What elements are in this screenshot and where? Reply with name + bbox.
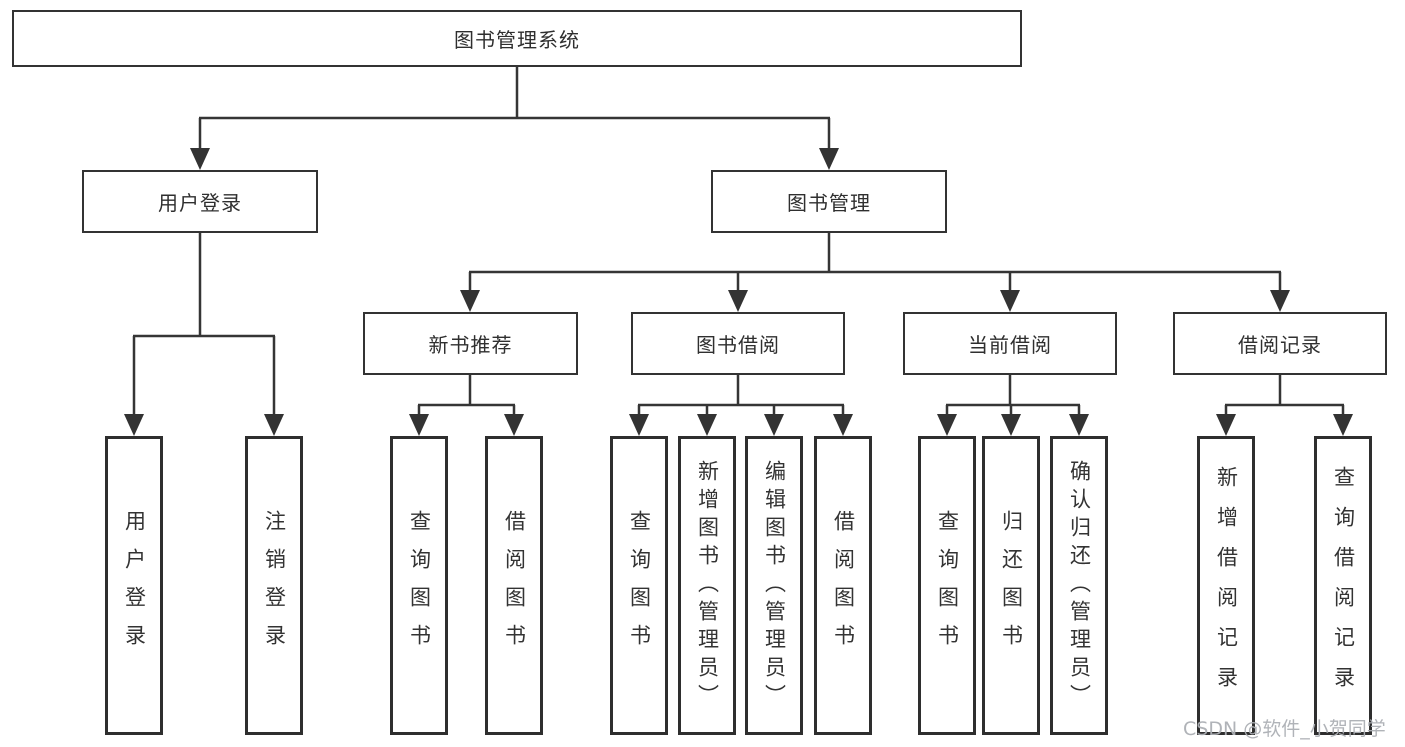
leaf-label: 查询图书	[627, 509, 652, 662]
leaf-label: 借阅图书	[502, 509, 527, 662]
node-current-borrowing: 当前借阅	[903, 312, 1117, 375]
leaf-borrow-books-recommend: 借阅图书	[485, 436, 543, 735]
node-borrowing-records: 借阅记录	[1173, 312, 1387, 375]
node-library-management-system: 图书管理系统	[12, 10, 1022, 67]
node-book-management: 图书管理	[711, 170, 947, 233]
wire-borrow-record-branch	[1216, 375, 1353, 436]
wire-user-login-branch	[124, 233, 284, 436]
leaf-label: 查询图书	[935, 509, 960, 662]
node-new-book-recommendation: 新书推荐	[363, 312, 578, 375]
node-label: 用户登录	[158, 191, 242, 215]
leaf-borrow-books: 借阅图书	[814, 436, 872, 735]
csdn-watermark: CSDN @软件_小贺同学	[1183, 718, 1386, 740]
leaf-label: 新增借阅记录	[1214, 465, 1239, 706]
leaf-logout-login: 注销登录	[245, 436, 303, 735]
node-label: 图书管理系统	[454, 28, 580, 52]
wire-current-borrow-branch	[937, 375, 1089, 436]
leaf-label: 借阅图书	[831, 509, 856, 662]
leaf-label: 确认归还（管理员）	[1067, 459, 1092, 712]
leaf-label: 注销登录	[262, 509, 287, 662]
leaf-query-books-borrow: 查询图书	[610, 436, 668, 735]
leaf-label: 查询借阅记录	[1331, 465, 1356, 706]
wire-book-management-branch	[460, 233, 1290, 312]
node-book-borrowing: 图书借阅	[631, 312, 845, 375]
node-label: 图书管理	[787, 191, 871, 215]
leaf-label: 查询图书	[407, 509, 432, 662]
wire-root-to-level2	[190, 67, 839, 170]
leaf-add-books-admin: 新增图书（管理员）	[678, 436, 736, 735]
leaf-add-borrow-record: 新增借阅记录	[1197, 436, 1255, 735]
node-label: 图书借阅	[696, 333, 780, 357]
leaf-return-books: 归还图书	[982, 436, 1040, 735]
leaf-query-books-current: 查询图书	[918, 436, 976, 735]
wire-book-borrow-branch	[629, 375, 853, 436]
leaf-query-books-recommend: 查询图书	[390, 436, 448, 735]
leaf-label: 新增图书（管理员）	[695, 459, 720, 712]
leaf-user-login: 用户登录	[105, 436, 163, 735]
leaf-confirm-return-admin: 确认归还（管理员）	[1050, 436, 1108, 735]
node-label: 借阅记录	[1238, 333, 1322, 357]
node-label: 当前借阅	[968, 333, 1052, 357]
wire-new-book-branch	[409, 375, 524, 436]
leaf-edit-books-admin: 编辑图书（管理员）	[745, 436, 803, 735]
leaf-query-borrow-record: 查询借阅记录	[1314, 436, 1372, 735]
leaf-label: 编辑图书（管理员）	[762, 459, 787, 712]
node-user-login: 用户登录	[82, 170, 318, 233]
leaf-label: 归还图书	[999, 509, 1024, 662]
node-label: 新书推荐	[428, 333, 513, 357]
leaf-label: 用户登录	[122, 509, 147, 662]
